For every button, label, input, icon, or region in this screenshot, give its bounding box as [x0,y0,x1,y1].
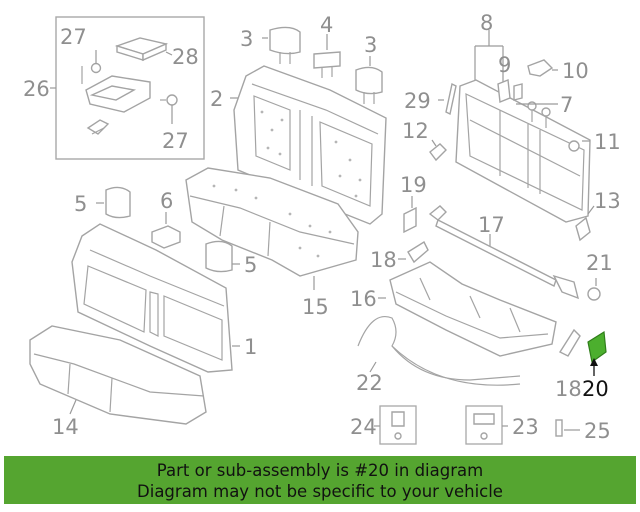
part-25-pin [555,419,580,437]
banner-line-1: Part or sub-assembly is #20 in diagram [156,461,484,480]
callout-15: 15 [302,295,329,319]
callout-5-right: 5 [244,253,257,277]
seat-cushion-cover [185,167,359,290]
part-10-clip [527,59,558,77]
callout-16: 16 [350,287,377,311]
part-18-left [398,240,429,264]
callout-2: 2 [210,87,223,111]
banner-line-2: Diagram may not be specific to your vehi… [137,482,503,501]
callout-8: 8 [480,11,493,35]
headrest-center [313,34,341,78]
part-12-clip [429,139,447,162]
callout-24: 24 [350,415,377,439]
inset-kit-box [50,16,205,160]
part-9-bracket [497,46,523,103]
headrest-right [355,56,383,104]
part-24-box [374,405,417,445]
seat-back-assembly [71,223,240,373]
callout-1: 1 [244,335,257,359]
callout-27-bottom: 27 [162,129,189,153]
callout-29: 29 [404,89,431,113]
callout-5-left: 5 [74,192,87,216]
part-20-highlighted[interactable] [587,330,607,376]
callout-3-left: 3 [240,27,253,51]
callout-20: 20 [582,377,609,401]
callout-18-left: 18 [370,248,397,272]
callout-18-right: 18 [555,377,582,401]
seat-back-cover [230,65,387,225]
callout-26: 26 [23,77,50,101]
headrest-5-right [205,240,240,273]
callout-17: 17 [478,213,505,237]
part-16-seat-frame [378,261,557,357]
callout-21: 21 [586,251,613,275]
callout-25: 25 [584,419,611,443]
part-19-bracket [403,196,417,234]
headrest-left [262,26,301,64]
callout-19: 19 [400,173,427,197]
part-6 [151,212,181,249]
callout-4: 4 [320,13,333,37]
part-13-clip [575,205,595,242]
part-21-ring [587,278,601,301]
callout-13: 13 [594,189,621,213]
callout-9: 9 [498,53,511,77]
headrest-5-left [96,186,131,219]
part-11-nut [568,140,590,152]
callout-6: 6 [160,189,173,213]
parts-diagram: 27 28 26 27 3 4 3 2 8 9 10 29 7 12 11 19… [23,11,621,445]
part-29-rod [438,82,457,116]
callout-11: 11 [594,130,621,154]
part-18-right [558,328,581,357]
info-banner: Part or sub-assembly is #20 in diagram D… [4,456,636,504]
part-22-cable [357,316,521,386]
part-17-rod [428,205,580,300]
seat-cushion-assembly [29,325,207,425]
callout-14: 14 [52,415,79,439]
callout-28: 28 [172,45,199,69]
callout-10: 10 [562,59,589,83]
part-23-box [465,405,508,445]
seat-back-frame [455,30,591,223]
callout-7: 7 [560,93,573,117]
part-7-pins [516,101,558,128]
callout-3-right: 3 [364,33,377,57]
callout-23: 23 [512,415,539,439]
callout-27-top: 27 [60,25,87,49]
callout-22: 22 [356,371,383,395]
callout-12: 12 [402,119,429,143]
